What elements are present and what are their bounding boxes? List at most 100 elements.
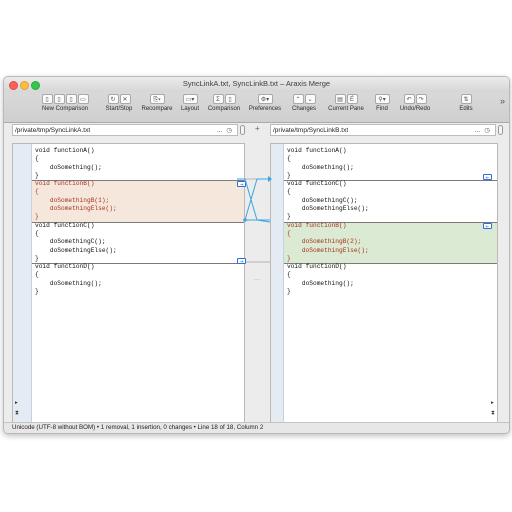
right-text-pane[interactable]: void functionA() { doSomething(); } void… bbox=[270, 143, 498, 423]
block-separator bbox=[271, 222, 497, 223]
stop-icon[interactable]: ✕ bbox=[119, 94, 131, 104]
code-line: doSomethingC(); bbox=[35, 238, 106, 246]
doc-icon[interactable]: ▯ bbox=[41, 94, 53, 104]
pane-splitter-marker-icon[interactable]: ▸ bbox=[491, 400, 494, 406]
changes-group[interactable]: ⌃ ⌄ Changes bbox=[288, 94, 320, 112]
code-line-removed: { bbox=[35, 188, 39, 196]
toolbar-label: Preferences bbox=[248, 106, 282, 112]
layout-group[interactable]: ▭▾ Layout bbox=[178, 94, 202, 112]
undo-redo-group[interactable]: ↶ ↷ Undo/Redo bbox=[396, 94, 434, 112]
toolbar-label: Start/Stop bbox=[105, 106, 133, 112]
preferences-group[interactable]: ⚙▾ Preferences bbox=[246, 94, 284, 112]
folder-icon[interactable]: ▭ bbox=[77, 94, 89, 104]
code-line: void functionD() bbox=[35, 263, 95, 271]
recompare-icon[interactable]: ⎘▾ bbox=[149, 94, 165, 104]
pane-splitter-marker-icon[interactable]: ▸ bbox=[15, 400, 18, 406]
code-line: { bbox=[287, 271, 291, 279]
new-comparison-group[interactable]: ▯ ▯ ▯ ▭ New Comparison bbox=[30, 94, 100, 112]
code-line: { bbox=[287, 155, 291, 163]
left-text-pane[interactable]: void functionA() { doSomething(); } void… bbox=[12, 143, 246, 423]
gutter-divider bbox=[31, 144, 32, 422]
splitter-dots[interactable]: ··· bbox=[254, 277, 260, 283]
up-icon[interactable]: ⌃ bbox=[292, 94, 304, 104]
current-pane-group[interactable]: ▤ É Current Pane bbox=[324, 94, 368, 112]
left-code: void functionA() { doSomething(); } void… bbox=[35, 147, 244, 296]
araxis-merge-window: SyncLinkA.txt, SyncLinkB.txt – Araxis Me… bbox=[3, 76, 510, 434]
right-lock-icon[interactable] bbox=[498, 125, 503, 135]
redo-icon[interactable]: ↷ bbox=[415, 94, 427, 104]
merge-block-left-button[interactable]: ⇤ bbox=[483, 174, 492, 180]
doc-icon[interactable]: ▯ bbox=[53, 94, 65, 104]
down-icon[interactable]: ⌄ bbox=[304, 94, 316, 104]
right-code: void functionA() { doSomething(); } void… bbox=[287, 147, 497, 296]
toolbar-overflow-chevron[interactable]: » bbox=[499, 96, 505, 106]
merge-block-right-button[interactable]: ⇥ bbox=[237, 181, 246, 187]
code-line-inserted: void functionB() bbox=[287, 221, 347, 229]
search-icon[interactable]: ⚲▾ bbox=[374, 94, 390, 104]
code-line: doSomethingC(); bbox=[287, 196, 358, 204]
pane-splitter-marker-icon[interactable]: ⧗ bbox=[491, 410, 495, 416]
refresh-icon[interactable]: ↻ bbox=[107, 94, 119, 104]
block-separator bbox=[271, 263, 497, 264]
right-history-clock-icon[interactable]: ◷ bbox=[484, 127, 490, 134]
code-line: { bbox=[35, 271, 39, 279]
toolbar-label: Find bbox=[376, 106, 388, 112]
gear-icon[interactable]: ⚙▾ bbox=[257, 94, 273, 104]
code-line: } bbox=[287, 213, 291, 221]
code-line: void functionA() bbox=[287, 147, 347, 154]
layout-icon[interactable]: ▭▾ bbox=[182, 94, 198, 104]
toolbar: ▯ ▯ ▯ ▭ New Comparison ↻ ✕ Start/Stop ⎘▾… bbox=[4, 92, 509, 123]
block-separator bbox=[271, 180, 497, 181]
comparison-group[interactable]: Σ ▯ Comparison bbox=[206, 94, 242, 112]
start-stop-group[interactable]: ↻ ✕ Start/Stop bbox=[102, 94, 136, 112]
find-group[interactable]: ⚲▾ Find bbox=[370, 94, 394, 112]
status-bar: Unicode (UTF-8 without BOM) • 1 removal,… bbox=[4, 422, 509, 433]
block-separator bbox=[13, 222, 244, 223]
close-window-button[interactable] bbox=[9, 81, 18, 90]
left-file-path-field[interactable]: /private/tmp/SyncLinkA.txt ... ◷ bbox=[12, 124, 238, 136]
code-line: doSomething(); bbox=[35, 163, 102, 171]
add-pane-plus-icon[interactable]: + bbox=[255, 124, 260, 133]
toolbar-label: New Comparison bbox=[41, 106, 89, 112]
right-line-gutter bbox=[271, 144, 283, 422]
code-line-removed: void functionB() bbox=[35, 180, 95, 188]
sigma-icon[interactable]: Σ bbox=[212, 94, 224, 104]
report-icon[interactable]: ▯ bbox=[224, 94, 236, 104]
left-lock-icon[interactable] bbox=[240, 125, 245, 135]
right-path-menu-button[interactable]: ... bbox=[474, 128, 480, 134]
code-line: void functionC() bbox=[287, 180, 347, 188]
edits-group[interactable]: ⇅ Edits bbox=[454, 94, 478, 112]
code-line: { bbox=[287, 188, 291, 196]
code-line: doSomethingElse(); bbox=[287, 205, 369, 213]
code-line: doSomething(); bbox=[287, 279, 354, 287]
recompare-group[interactable]: ⎘▾ Recompare bbox=[140, 94, 174, 112]
title-bar: SyncLinkA.txt, SyncLinkB.txt – Araxis Me… bbox=[4, 77, 509, 92]
doc-icon[interactable]: ▯ bbox=[65, 94, 77, 104]
code-line: } bbox=[287, 288, 291, 296]
code-line-inserted: { bbox=[287, 229, 291, 237]
code-line: } bbox=[35, 288, 39, 296]
minimize-window-button[interactable] bbox=[20, 81, 29, 90]
code-line-removed: } bbox=[35, 213, 39, 221]
code-line-removed: doSomethingB(1); bbox=[35, 196, 110, 204]
code-line: doSomething(); bbox=[35, 279, 102, 287]
link-gutter bbox=[250, 143, 272, 423]
zoom-window-button[interactable] bbox=[31, 81, 40, 90]
code-line: } bbox=[35, 254, 39, 262]
block-separator bbox=[13, 263, 244, 264]
merge-block-right-button[interactable]: ⇥ bbox=[237, 258, 246, 264]
edits-icon[interactable]: ⇅ bbox=[460, 94, 472, 104]
right-file-path-field[interactable]: /private/tmp/SyncLinkB.txt ... ◷ bbox=[270, 124, 496, 136]
left-path-menu-button[interactable]: ... bbox=[216, 128, 222, 134]
code-line: { bbox=[35, 155, 39, 163]
left-history-clock-icon[interactable]: ◷ bbox=[226, 127, 232, 134]
code-line: } bbox=[287, 171, 291, 179]
pane-icon[interactable]: ▤ bbox=[334, 94, 346, 104]
undo-icon[interactable]: ↶ bbox=[403, 94, 415, 104]
code-line: void functionC() bbox=[35, 221, 95, 229]
code-line: void functionD() bbox=[287, 263, 347, 271]
merge-block-left-button[interactable]: ⇤ bbox=[483, 223, 492, 229]
pane-splitter-marker-icon[interactable]: ⧗ bbox=[15, 410, 19, 416]
edit-icon[interactable]: É bbox=[346, 94, 358, 104]
gutter-divider bbox=[283, 144, 284, 422]
